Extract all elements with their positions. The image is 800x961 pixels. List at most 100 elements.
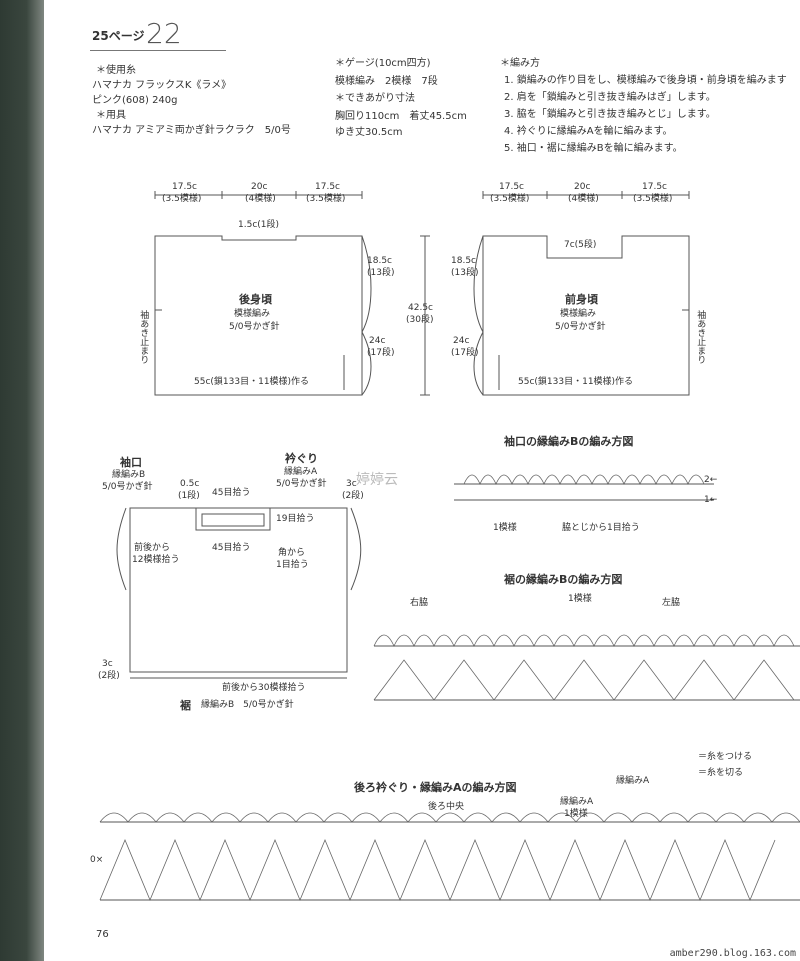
hem-pick: 前後から30模様拾う — [222, 683, 306, 693]
back-bottom-dim: 55c(鎖133目・11模様)作る — [194, 377, 310, 387]
pattern-number: 22 — [146, 17, 182, 50]
watermark: 婷婷云 — [356, 472, 398, 488]
dim-3c-right-sub: (2段) — [342, 491, 364, 501]
back-neck-dim: 1.5c(1段) — [238, 220, 280, 230]
instruction-step: 1. 鎖編みの作り目をし、模様編みで後身頃・前身頃を編みます — [504, 75, 787, 86]
page-reference: 25ページ — [92, 29, 145, 43]
front-body-title: 前身頃 — [565, 293, 598, 306]
front-top-right-dim: 17.5c — [642, 182, 667, 192]
assembly-outline — [129, 507, 348, 673]
footer-url: amber290.blog.163.com — [669, 948, 796, 959]
total-rows: (30段) — [406, 315, 434, 325]
legend-cut: ＝糸を切る — [698, 768, 744, 778]
neck-chart-title: 後ろ衿ぐり・縁編みAの編み方図 — [354, 781, 517, 794]
cuff-chart-note: 脇とじから1目拾う — [562, 523, 640, 533]
pick-19: 19目拾う — [276, 514, 315, 524]
corner-label-2: 1目拾う — [276, 560, 309, 570]
size-line-1: 胸回り110cm 着丈45.5cm — [335, 111, 467, 122]
cuff-stitch: 縁編みB — [112, 470, 146, 480]
front-upper-sub: (13段) — [451, 268, 479, 278]
gauge-value: 模様編み 2模様 7段 — [335, 76, 438, 87]
back-body-title: 後身頃 — [239, 293, 272, 306]
hem-chart-title: 裾の縁編みBの編み方図 — [504, 573, 623, 586]
dim-3c-right: 3c — [346, 479, 357, 489]
yarn-name: ハマナカ フラックスK《ラメ》 — [92, 80, 232, 91]
front-top-right-sub: (3.5模様) — [633, 194, 673, 204]
size-line-2: ゆき丈30.5cm — [335, 127, 403, 138]
back-side-note: 袖あき止まり — [138, 310, 149, 364]
neck-chart-edging-a-2: 縁編みA — [616, 776, 650, 786]
cuff-chart-repeat: 1模様 — [493, 523, 517, 533]
cuff-hook: 5/0号かぎ針 — [102, 482, 153, 492]
back-body-stitch: 模様編み — [234, 309, 271, 319]
back-body-hook: 5/0号かぎ針 — [229, 322, 280, 332]
front-body-hook: 5/0号かぎ針 — [555, 322, 606, 332]
instruction-step: 5. 袖口・裾に縁編みBを輪に編みます。 — [504, 143, 683, 154]
cuff-pick-2: 12模様拾う — [132, 555, 180, 565]
back-top-left-sub: (3.5模様) — [162, 194, 202, 204]
total-length: 42.5c — [408, 303, 433, 313]
neck-hook: 5/0号かぎ針 — [276, 479, 327, 489]
neck-chart-center: 後ろ中央 — [428, 802, 465, 812]
hem-chart-right-side: 右脇 — [410, 598, 429, 608]
tools-heading: ＊用具 — [96, 110, 126, 121]
dim-3c-left-sub: (2段) — [98, 671, 120, 681]
size-heading: ＊できあがり寸法 — [335, 93, 415, 104]
header-underline — [90, 50, 226, 51]
instruction-step: 2. 肩を「鎖編みと引き抜き編みはぎ」します。 — [504, 92, 716, 103]
neck-chart-repeat: 1模様 — [564, 809, 588, 819]
yarn-heading: ＊使用糸 — [96, 65, 136, 76]
page-number: 76 — [96, 929, 109, 940]
front-lower-dim: 24c — [453, 336, 470, 346]
dim-05: 0.5c — [180, 479, 200, 489]
back-upper-sub: (13段) — [367, 268, 395, 278]
back-top-left-dim: 17.5c — [172, 182, 197, 192]
back-upper-dim: 18.5c — [367, 256, 392, 266]
back-lower-dim: 24c — [369, 336, 386, 346]
front-lower-sub: (17段) — [451, 348, 479, 358]
yarn-color: ピンク(608) 240g — [92, 95, 178, 106]
neck-stitch: 縁編みA — [284, 467, 318, 477]
front-top-left-sub: (3.5模様) — [490, 194, 530, 204]
hem-title: 裾 — [180, 699, 191, 712]
back-lower-sub: (17段) — [367, 348, 395, 358]
cuff-title: 袖口 — [120, 456, 142, 469]
hem-stitch: 縁編みB 5/0号かぎ針 — [201, 700, 294, 710]
pick-45-bottom: 45目拾う — [212, 543, 251, 553]
front-upper-dim: 18.5c — [451, 256, 476, 266]
neck-chart-edging-a: 縁編みA — [560, 797, 594, 807]
neck-chart-row-start: 0× — [90, 855, 104, 865]
front-bottom-dim: 55c(鎖133目・11模様)作る — [518, 377, 634, 387]
front-body-outline — [482, 235, 690, 396]
back-top-mid-dim: 20c — [251, 182, 268, 192]
cuff-chart-title: 袖口の縁編みBの編み方図 — [504, 435, 634, 448]
back-top-right-dim: 17.5c — [315, 182, 340, 192]
instructions-heading: ＊編み方 — [500, 58, 540, 69]
cuff-chart-row-1: 1← — [704, 495, 718, 505]
instruction-step: 4. 衿ぐりに縁編みAを輪に編みます。 — [504, 126, 673, 137]
book-spine — [0, 0, 44, 961]
pick-45-top: 45目拾う — [212, 488, 251, 498]
gauge-heading: ＊ゲージ(10cm四方) — [335, 58, 431, 69]
hem-chart-repeat: 1模様 — [568, 594, 592, 604]
front-top-left-dim: 17.5c — [499, 182, 524, 192]
corner-label: 角から — [278, 548, 306, 558]
legend-attach: ＝糸をつける — [698, 752, 753, 762]
tools-name: ハマナカ アミアミ両かぎ針ラクラク 5/0号 — [92, 125, 291, 136]
back-body-outline — [154, 235, 363, 396]
schematic-drawings — [99, 191, 800, 902]
back-top-mid-sub: (4模様) — [245, 194, 276, 204]
cuff-pick: 前後から — [134, 543, 171, 553]
pattern-page: 25ページ 22 ＊使用糸 ハマナカ フラックスK《ラメ》 ピンク(608) 2… — [44, 0, 800, 961]
instruction-step: 3. 脇を「鎖編みと引き抜き編みとじ」します。 — [504, 109, 716, 120]
dim-05-sub: (1段) — [178, 491, 200, 501]
cuff-chart-row-2: 2← — [704, 475, 718, 485]
front-side-note: 袖あき止まり — [695, 310, 706, 364]
hem-chart-left-side: 左脇 — [662, 598, 681, 608]
neck-title: 衿ぐり — [285, 452, 318, 465]
front-top-mid-dim: 20c — [574, 182, 591, 192]
dim-3c-left: 3c — [102, 659, 113, 669]
front-top-mid-sub: (4模様) — [568, 194, 599, 204]
front-body-stitch: 模様編み — [560, 309, 597, 319]
front-neck-dim: 7c(5段) — [564, 240, 597, 250]
